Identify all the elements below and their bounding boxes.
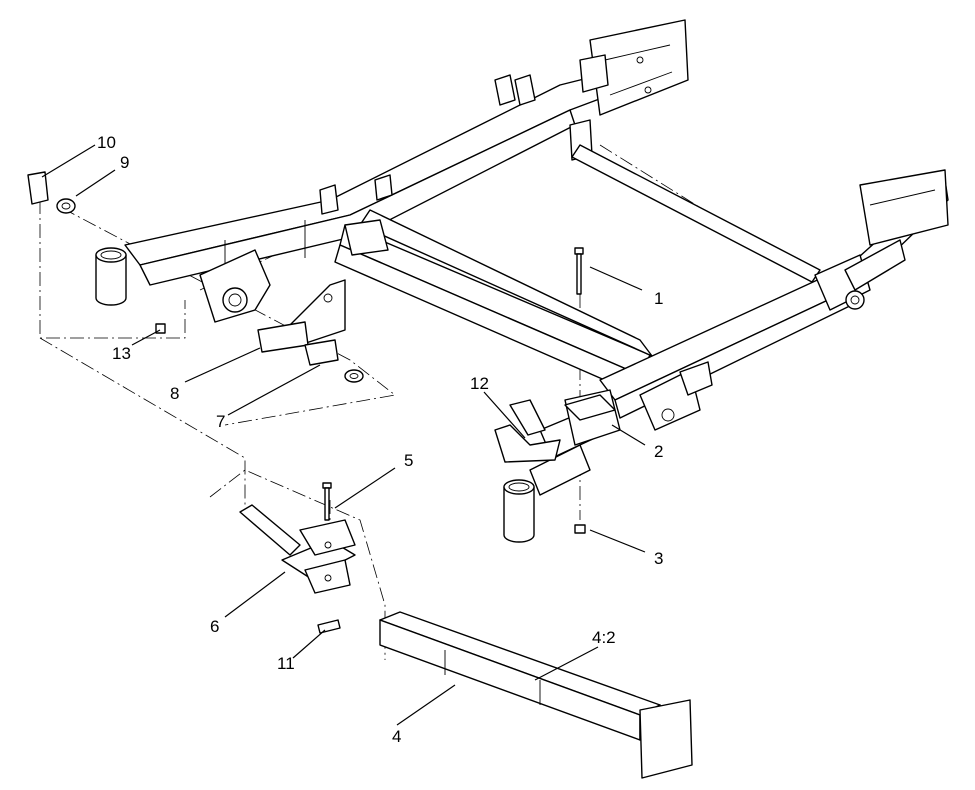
parts-5-6-hitch <box>239 482 356 594</box>
right-caster-tube <box>503 479 535 543</box>
callout-4: 4 <box>392 727 401 746</box>
main-frame <box>124 19 949 496</box>
callout-7: 7 <box>216 412 225 431</box>
part-4-beam <box>379 611 693 779</box>
callout-1: 1 <box>654 289 663 308</box>
left-pivot-bracket <box>199 249 364 383</box>
part-12-bracket <box>494 399 561 463</box>
callout-11: 11 <box>277 654 295 673</box>
part-11 <box>317 619 341 634</box>
callout-6: 6 <box>210 617 219 636</box>
callout-5: 5 <box>404 451 413 470</box>
callout-13: 13 <box>112 344 131 363</box>
callout-10: 10 <box>97 133 116 152</box>
callout-labels: 1 2 3 4 4:2 5 6 7 8 9 10 11 12 13 <box>97 133 663 746</box>
parts-9-10 <box>27 171 76 214</box>
callout-8: 8 <box>170 384 179 403</box>
callout-4-2: 4:2 <box>592 628 616 647</box>
part-3-nut <box>574 524 586 534</box>
part-13 <box>155 323 166 334</box>
left-caster-tube <box>95 247 127 306</box>
callout-3: 3 <box>654 549 663 568</box>
leader-lines <box>41 144 646 726</box>
callout-12: 12 <box>470 374 489 393</box>
part-2-plate <box>564 394 616 421</box>
callout-2: 2 <box>654 442 663 461</box>
part-1-bolt <box>574 247 584 295</box>
callout-9: 9 <box>120 153 129 172</box>
